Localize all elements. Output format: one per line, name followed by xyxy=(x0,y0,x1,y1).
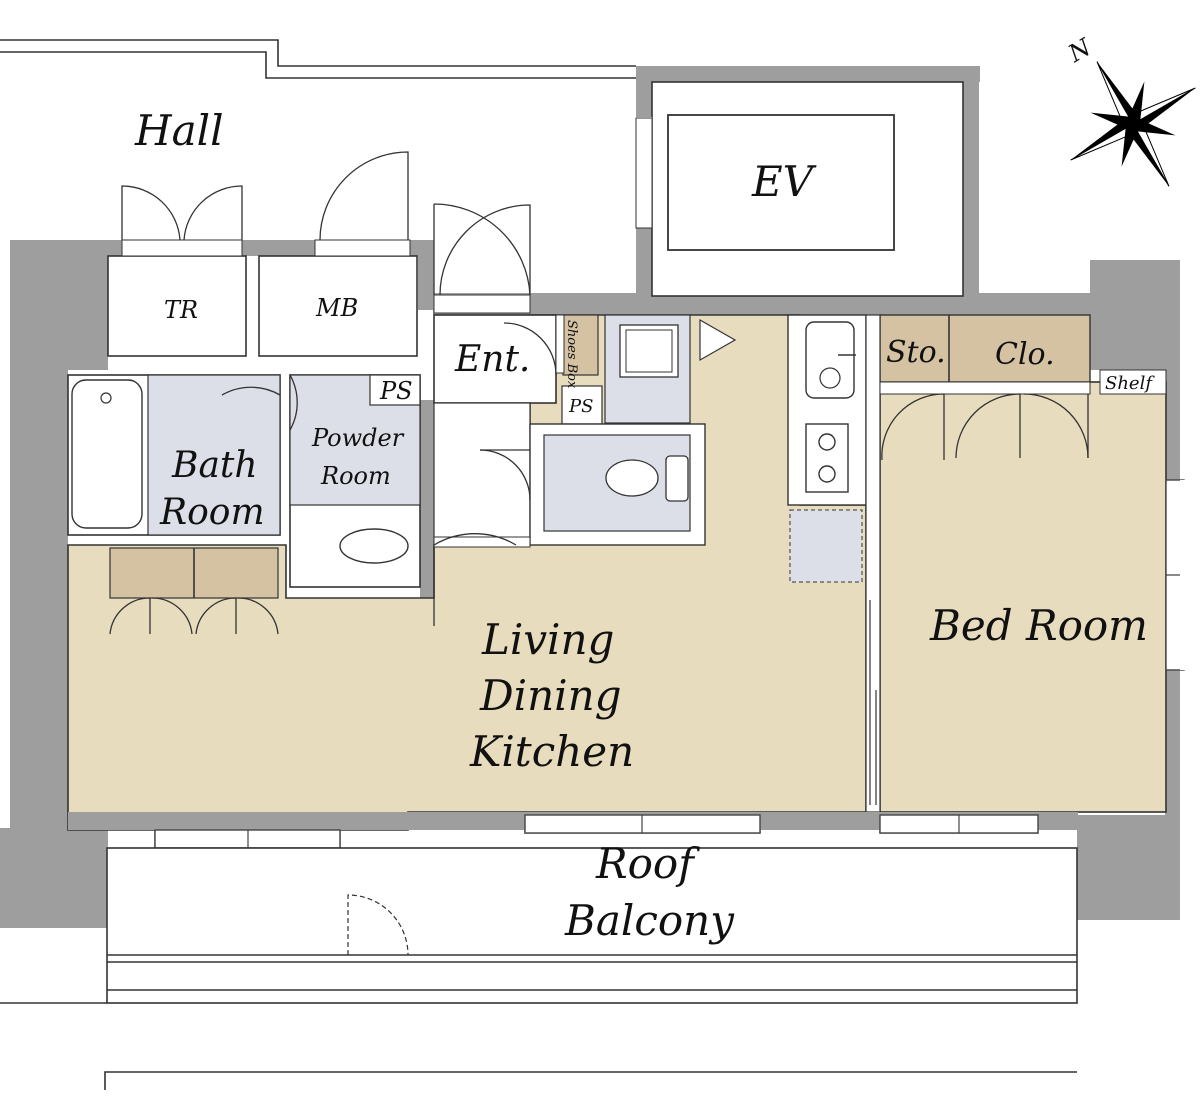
closet-doors xyxy=(879,369,1167,461)
label-bath-1: Bath xyxy=(171,445,258,486)
label-bath-2: Room xyxy=(159,492,265,533)
label-kitchen: Kitchen xyxy=(469,727,634,776)
partition xyxy=(865,314,881,813)
roof-balcony xyxy=(0,847,1078,1090)
label-shoes-box: Shoes Box xyxy=(564,320,579,389)
label-powder-2: Room xyxy=(320,462,391,490)
ldk-doors xyxy=(433,533,531,626)
cabinet xyxy=(109,547,279,635)
walls xyxy=(0,66,1180,928)
powder-room xyxy=(289,374,421,588)
label-dining: Dining xyxy=(479,671,622,720)
label-clo: Clo. xyxy=(995,337,1055,372)
label-hall: Hall xyxy=(134,106,224,155)
label-powder-1: Powder xyxy=(311,424,405,452)
label-ev: EV xyxy=(751,157,817,206)
compass-north-label: N xyxy=(1063,33,1097,69)
label-roof: Roof xyxy=(595,839,700,888)
label-ps-top: PS xyxy=(379,377,413,405)
label-mb: MB xyxy=(315,294,358,322)
bath-room xyxy=(67,374,281,536)
elevator xyxy=(635,81,964,297)
kitchen xyxy=(787,314,867,583)
label-sto: Sto. xyxy=(886,335,946,370)
closet-floor xyxy=(879,314,1091,383)
hall-closets xyxy=(107,151,418,357)
label-balcony: Balcony xyxy=(564,896,735,945)
label-ps-mid: PS xyxy=(568,396,593,417)
label-tr: TR xyxy=(164,296,198,324)
label-ent: Ent. xyxy=(454,339,530,380)
compass-rose xyxy=(1070,61,1196,187)
bed-room-floor xyxy=(879,381,1167,813)
label-bed-room: Bed Room xyxy=(929,601,1148,650)
label-living: Living xyxy=(481,615,614,664)
entrance xyxy=(433,203,603,546)
hall-outline xyxy=(0,39,636,79)
toilet-area xyxy=(479,314,737,546)
label-shelf: Shelf xyxy=(1105,373,1155,394)
